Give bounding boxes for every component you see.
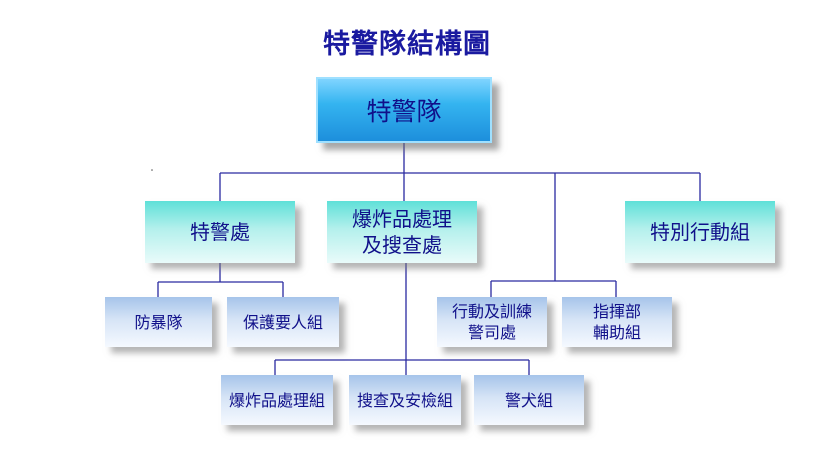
- node-special-duties-unit: 特警隊: [316, 77, 492, 143]
- stray-dot: [151, 169, 153, 171]
- node-label: 特警隊: [366, 97, 442, 126]
- node-riot-unit: 防暴隊: [105, 297, 212, 347]
- node-label: 搜查及安檢組: [356, 390, 453, 410]
- node-label: 警犬組: [504, 390, 553, 410]
- node-label: 特警處: [190, 220, 250, 244]
- node-eod-search-division: 爆炸品處理 及搜查處: [327, 201, 477, 263]
- node-label: 指揮部 輔助組: [592, 302, 641, 342]
- page-title: 特警隊結構圖: [323, 29, 491, 60]
- node-k9-unit: 警犬組: [474, 375, 584, 425]
- node-vip-protection-unit: 保護要人組: [227, 297, 339, 347]
- node-label: 保護要人組: [242, 312, 323, 332]
- node-label: 爆炸品處理 及搜查處: [352, 207, 452, 257]
- node-ops-training-unit: 行動及訓練 警司處: [437, 297, 547, 347]
- node-special-operations-group: 特別行動組: [625, 201, 775, 263]
- node-eod-unit: 爆炸品處理組: [221, 375, 333, 425]
- node-label: 特別行動組: [650, 220, 750, 244]
- node-search-security-unit: 搜查及安檢組: [349, 375, 461, 425]
- node-command-support-unit: 指揮部 輔助組: [562, 297, 672, 347]
- node-label: 行動及訓練 警司處: [451, 302, 532, 342]
- node-label: 防暴隊: [134, 312, 183, 332]
- node-special-police-division: 特警處: [145, 201, 295, 263]
- node-label: 爆炸品處理組: [228, 390, 325, 410]
